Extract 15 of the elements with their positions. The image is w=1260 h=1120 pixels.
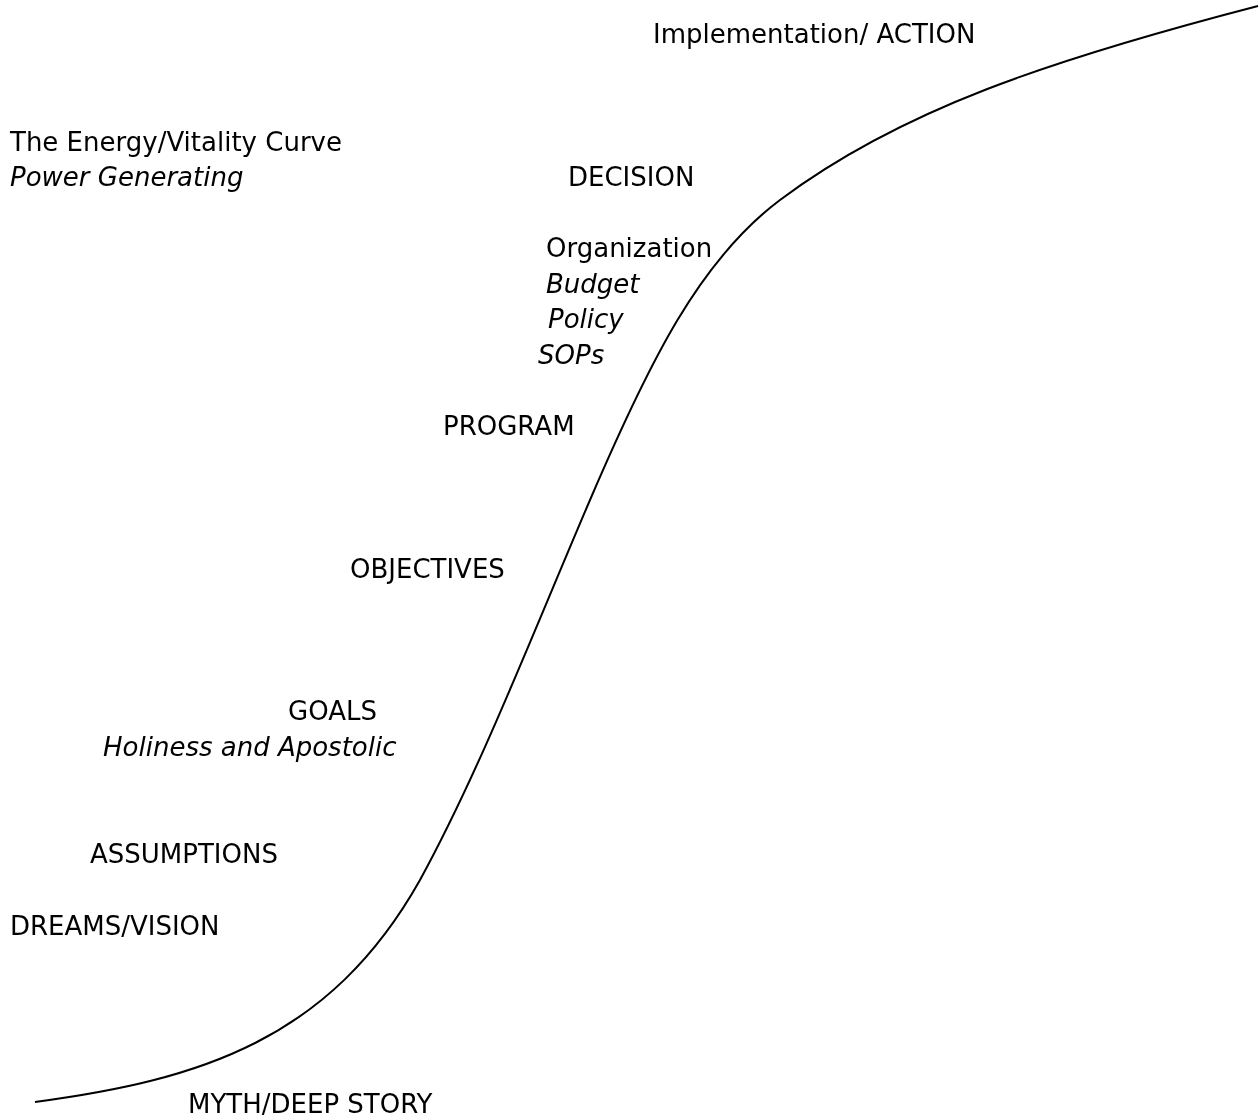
sub-item-label: Policy [548, 303, 624, 335]
stage-label: DREAMS/VISION [10, 910, 220, 942]
stage-label: PROGRAM [443, 410, 575, 442]
stage-label: DECISION [568, 161, 695, 193]
sub-item-label: SOPs [538, 339, 605, 371]
subtitle: Power Generating [10, 161, 244, 193]
stage-label: ASSUMPTIONS [90, 838, 278, 870]
stage-label: OBJECTIVES [350, 553, 505, 585]
stage-label: GOALS [288, 695, 377, 727]
sub-item-label: Holiness and Apostolic [103, 731, 397, 763]
sub-item-label: Budget [546, 268, 640, 300]
title: The Energy/Vitality Curve [10, 126, 342, 158]
stage-label: Implementation/ ACTION [653, 18, 976, 50]
stage-label: Organization [546, 232, 713, 264]
stage-label: MYTH/DEEP STORY [188, 1088, 433, 1120]
